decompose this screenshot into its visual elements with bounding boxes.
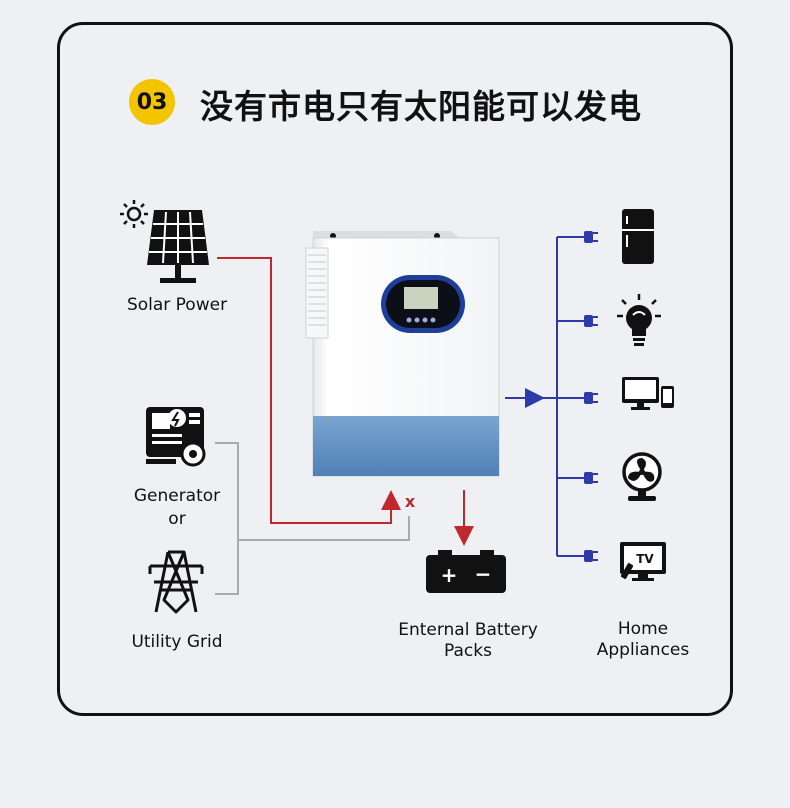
sun-icon	[120, 200, 148, 228]
home-label-line2: Appliances	[596, 640, 690, 660]
plug-icon	[584, 231, 598, 562]
blocked-mark: x	[405, 492, 416, 511]
solar-panel-icon	[147, 210, 209, 283]
generator-icon	[146, 407, 206, 467]
or-label: or	[168, 509, 186, 529]
svg-text:−: −	[475, 562, 492, 586]
battery-label-line2: Packs	[444, 641, 492, 661]
battery-label-line1: Enternal Battery	[398, 620, 538, 640]
computer-icon	[622, 377, 674, 410]
page-title: 没有市电只有太阳能可以发电	[200, 87, 642, 126]
generator-label: Generator	[133, 486, 221, 506]
grid-line	[215, 442, 410, 595]
solar-line	[217, 257, 401, 524]
grid-label: Utility Grid	[131, 632, 223, 652]
step-badge: 03	[129, 79, 175, 125]
battery-icon: + −	[426, 550, 506, 593]
inverter-device	[305, 231, 500, 477]
fridge-icon	[622, 209, 654, 264]
fan-icon	[622, 452, 662, 501]
tv-icon: TV	[620, 542, 666, 581]
power-tower-icon	[148, 550, 204, 614]
tv-screen-label: TV	[636, 552, 654, 566]
bulb-icon	[617, 294, 661, 346]
solar-label: Solar Power	[126, 295, 228, 315]
svg-text:+: +	[441, 563, 458, 587]
load-lines	[505, 236, 584, 557]
home-label-line1: Home	[617, 619, 669, 639]
